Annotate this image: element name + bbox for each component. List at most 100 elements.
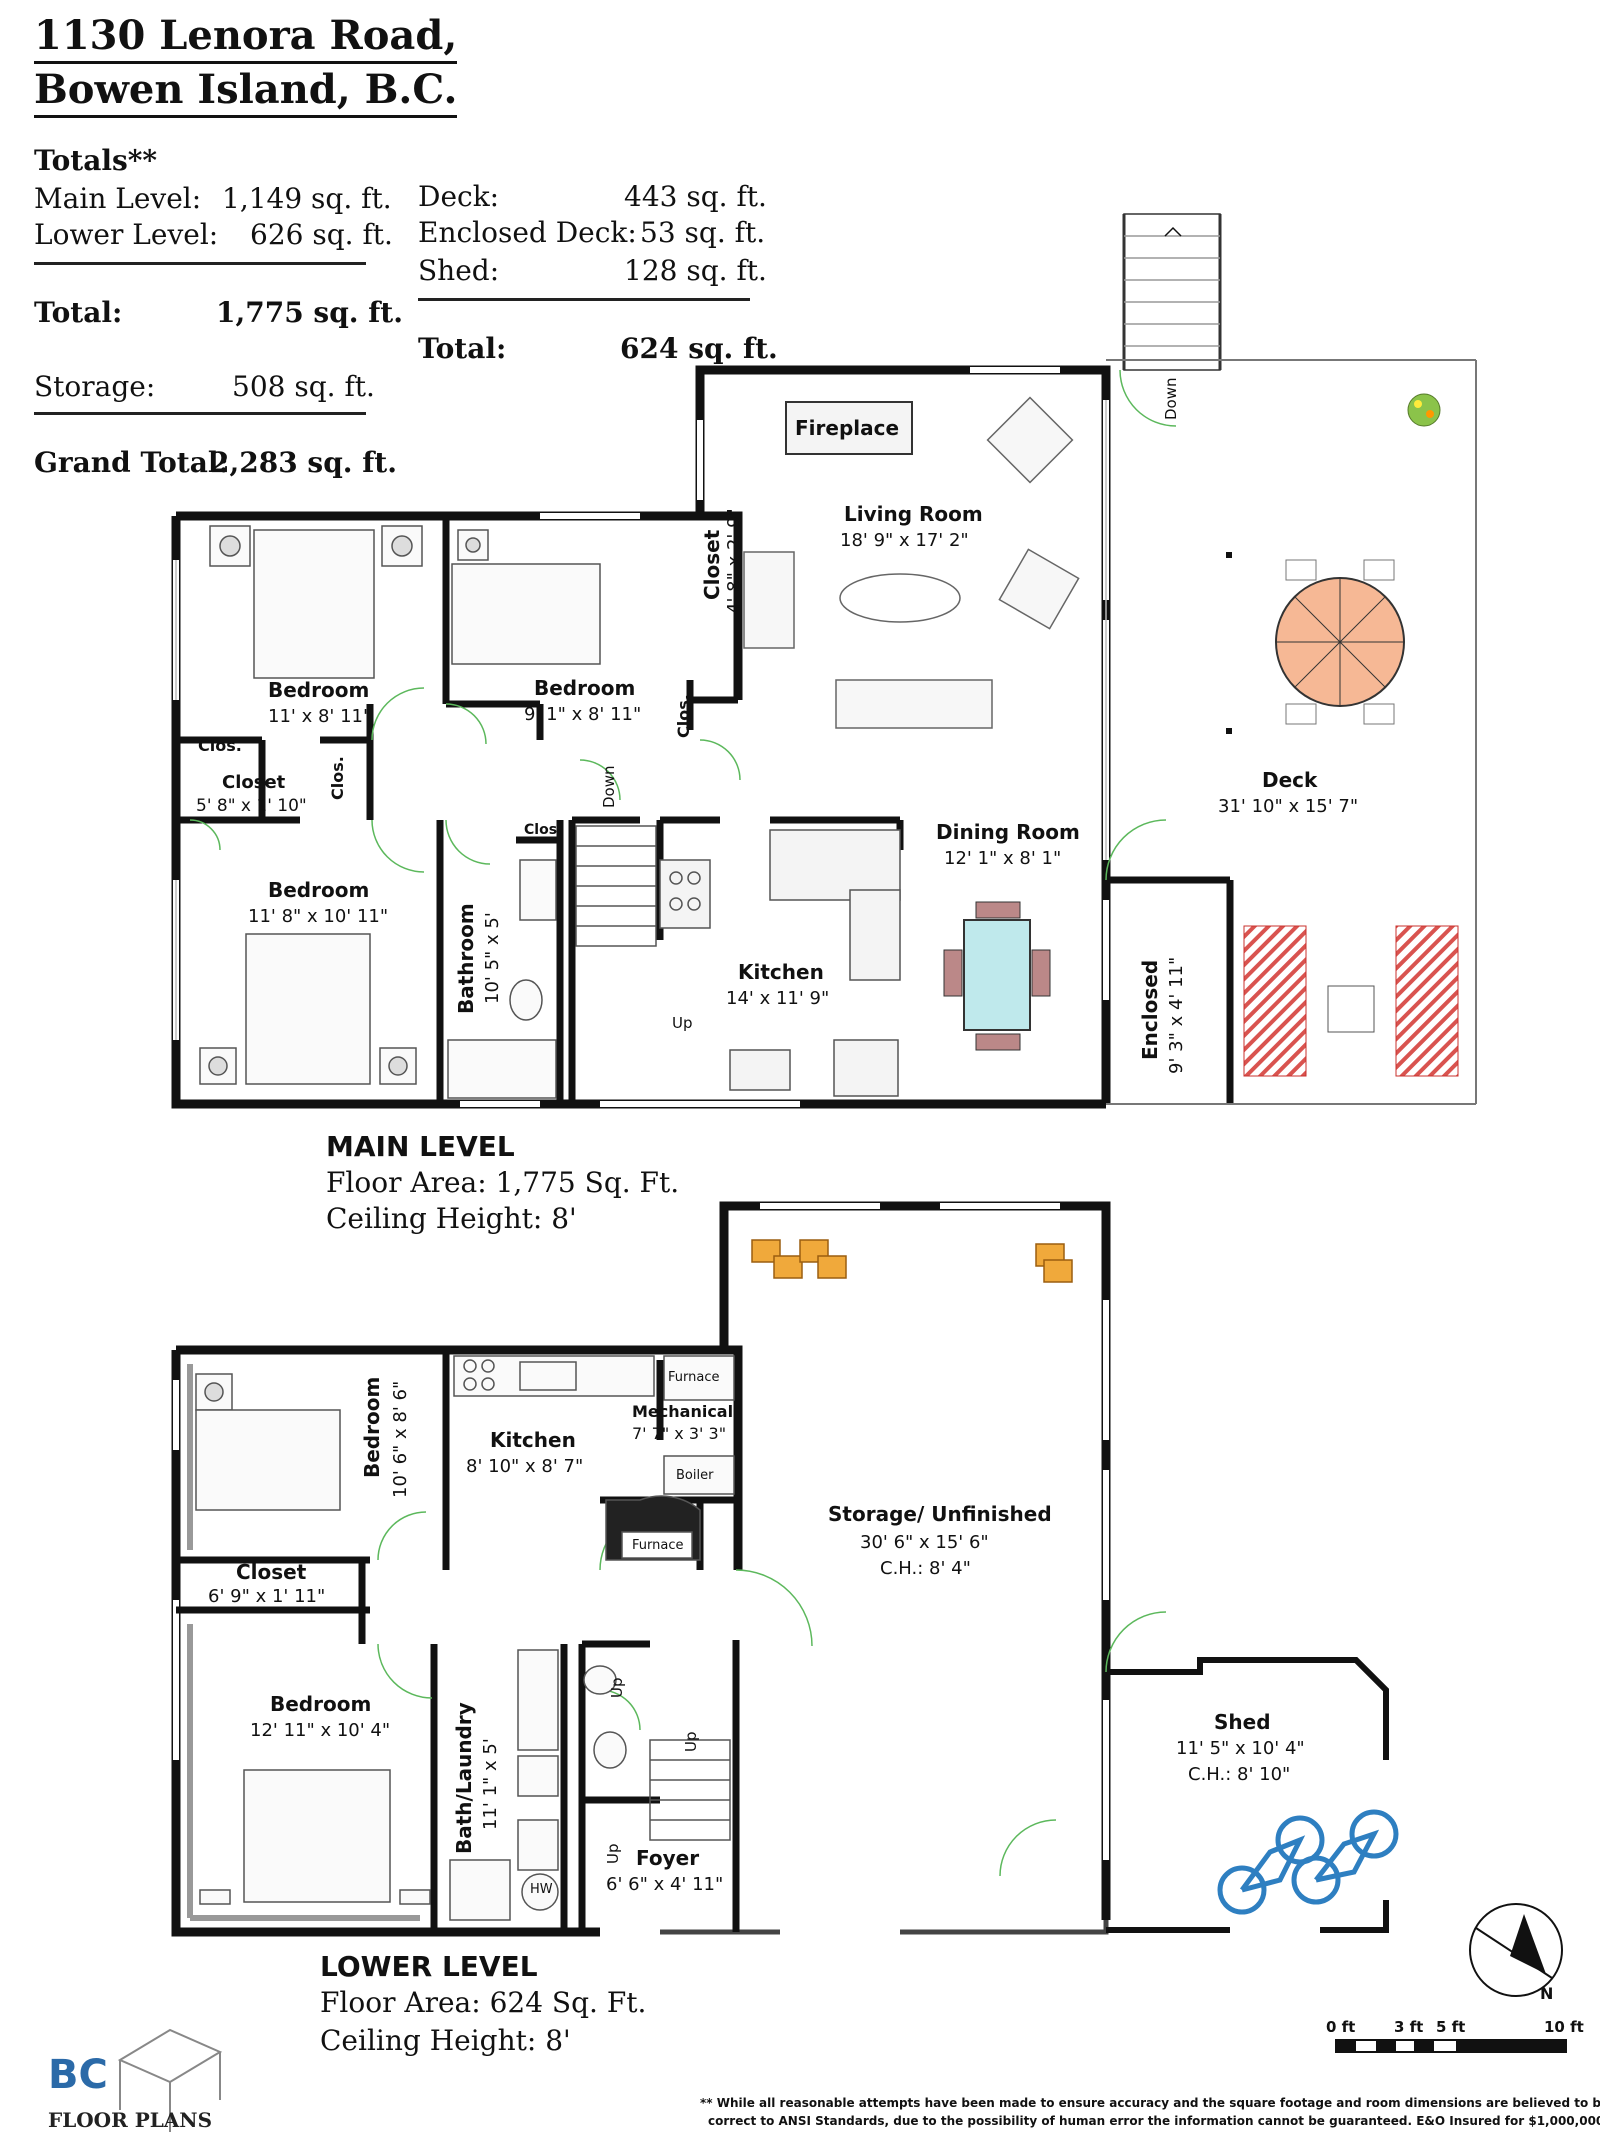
lower-up-2: Up — [682, 1731, 700, 1752]
enclosed-name: Enclosed — [1138, 959, 1162, 1060]
closet2-name: Closet — [222, 772, 286, 793]
lower-level-plan — [171, 1201, 1389, 1937]
bedroom2-dim: 9' 1" x 8' 11" — [524, 704, 642, 725]
lower-level-ceiling: Ceiling Height: 8' — [320, 2024, 571, 2057]
main-level-plan — [171, 365, 1234, 1109]
shed-value: 128 sq. ft. — [624, 254, 767, 287]
enclosed-dim: 9' 3" x 4' 11" — [1166, 956, 1187, 1074]
deck-furniture — [1226, 393, 1459, 1077]
lower-closet-name: Closet — [236, 1560, 307, 1584]
furnace-label-bottom: Furnace — [632, 1538, 684, 1553]
bathroom-name: Bathroom — [454, 903, 478, 1014]
deck-outline — [1106, 359, 1477, 1105]
address-line2: Bowen Island, B.C. — [34, 66, 458, 118]
foyer-name: Foyer — [636, 1846, 700, 1870]
totals-rule — [34, 262, 366, 265]
lower-kitchen-dim: 8' 10" x 8' 7" — [466, 1456, 584, 1477]
storage-rule — [34, 412, 366, 415]
lower-fixtures — [195, 1355, 735, 1921]
lower-bedroom-b-dim: 12' 11" x 10' 4" — [250, 1720, 391, 1741]
bedroom1-closet-label: Clos. — [198, 736, 242, 755]
lower-closet-dim: 6' 9" x 1' 11" — [208, 1586, 326, 1607]
boiler-label: Boiler — [676, 1468, 714, 1483]
fireplace-box — [785, 401, 913, 455]
compass — [1469, 1903, 1563, 1997]
lower-kitchen-name: Kitchen — [490, 1428, 576, 1452]
bathroom-fixtures — [447, 859, 557, 1099]
exterior-stairs — [1122, 213, 1222, 371]
lower-up-1: Up — [608, 1677, 626, 1698]
main-stairs — [575, 825, 657, 947]
scale-bar — [1335, 2039, 1567, 2053]
deck-label: Deck: — [418, 180, 500, 213]
kitchen-dim: 14' x 11' 9" — [726, 988, 830, 1009]
enclosed-deck-value: 53 sq. ft. — [640, 216, 766, 249]
scale-tick-0: 0 ft — [1326, 2018, 1356, 2036]
main-level-area: Floor Area: 1,775 Sq. Ft. — [326, 1166, 680, 1199]
logo-bc: BC — [48, 2052, 108, 2098]
shed-label: Shed: — [418, 254, 500, 287]
bathroom-dim: 10' 5" x 5' — [482, 912, 503, 1004]
bath-laundry-dim: 11' 1" x 5' — [480, 1738, 501, 1830]
scale-tick-10: 10 ft — [1544, 2018, 1584, 2036]
deck-rule — [418, 298, 750, 301]
footnote-line2: correct to ANSI Standards, due to the po… — [708, 2114, 1600, 2128]
deck-dim: 31' 10" x 15' 7" — [1218, 796, 1359, 817]
hw-label: HW — [530, 1882, 553, 1897]
shed-ch: C.H.: 8' 10" — [1188, 1764, 1291, 1785]
dining-room-dim: 12' 1" x 8' 1" — [944, 848, 1062, 869]
total-left-label: Total: — [34, 296, 123, 329]
main-stairs-up: Up — [672, 1014, 693, 1032]
lower-level-title: LOWER LEVEL — [320, 1950, 538, 1983]
grand-total-label: Grand Total: — [34, 446, 229, 479]
main-level-value: 1,149 sq. ft. — [222, 182, 392, 215]
shed-dim: 11' 5" x 10' 4" — [1176, 1738, 1305, 1759]
closet-dim: 4' 8" x 2' 9" — [724, 508, 745, 614]
living-room-name: Living Room — [844, 502, 983, 526]
bicycles — [1217, 1809, 1399, 1915]
storage-value: 508 sq. ft. — [232, 370, 375, 403]
bedroom2-name: Bedroom — [534, 676, 636, 700]
lower-level-label: Lower Level: — [34, 218, 219, 251]
kitchen-name: Kitchen — [738, 960, 824, 984]
lower-stairs — [649, 1739, 731, 1841]
bath-laundry-name: Bath/Laundry — [452, 1702, 476, 1854]
total-right-label: Total: — [418, 332, 507, 365]
bedroom1-name: Bedroom — [268, 678, 370, 702]
mechanical-name: Mechanical — [632, 1402, 734, 1421]
storage-label: Storage: — [34, 370, 156, 403]
lower-bedroom-a-dim: 10' 6" x 8' 6" — [390, 1380, 411, 1498]
grand-total-value: 2,283 sq. ft. — [210, 446, 397, 479]
footnote-line1: ** While all reasonable attempts have be… — [700, 2096, 1600, 2110]
main-level-label: Main Level: — [34, 182, 202, 215]
lower-level-value: 626 sq. ft. — [250, 218, 393, 251]
logo-graphic — [117, 2028, 223, 2132]
bedroom3-dim: 11' 8" x 10' 11" — [248, 906, 389, 927]
lower-up-3: Up — [604, 1843, 622, 1864]
living-furniture — [743, 396, 1080, 729]
bedroom-furniture — [199, 525, 601, 1085]
bath-closet-label: Clos. — [524, 822, 563, 838]
address-line1: 1130 Lenora Road, — [34, 12, 458, 64]
storage-name: Storage/ Unfinished — [828, 1502, 1052, 1526]
storage-ch: C.H.: 8' 4" — [880, 1558, 971, 1579]
total-right-value: 624 sq. ft. — [620, 332, 778, 365]
main-stairs-down: Down — [600, 765, 618, 808]
hall-closet-label: Clos. — [328, 756, 347, 800]
total-left-value: 1,775 sq. ft. — [216, 296, 403, 329]
scale-tick-5: 5 ft — [1436, 2018, 1466, 2036]
closet-name: Closet — [700, 529, 724, 600]
storage-dim: 30' 6" x 15' 6" — [860, 1532, 989, 1553]
compass-n-label: N — [1540, 1984, 1554, 2003]
lower-level-area: Floor Area: 624 Sq. Ft. — [320, 1986, 647, 2019]
fireplace-label: Fireplace — [795, 416, 900, 440]
closet-small-label: Clos. — [674, 694, 693, 738]
closet2-dim: 5' 8" x 1' 10" — [196, 796, 307, 816]
enclosed-deck-label: Enclosed Deck: — [418, 216, 637, 249]
main-level-ceiling: Ceiling Height: 8' — [326, 1202, 577, 1235]
lower-bedroom-b-name: Bedroom — [270, 1692, 372, 1716]
totals-heading: Totals** — [34, 144, 158, 177]
deck-name: Deck — [1262, 768, 1318, 792]
storage-boxes — [751, 1239, 1073, 1283]
